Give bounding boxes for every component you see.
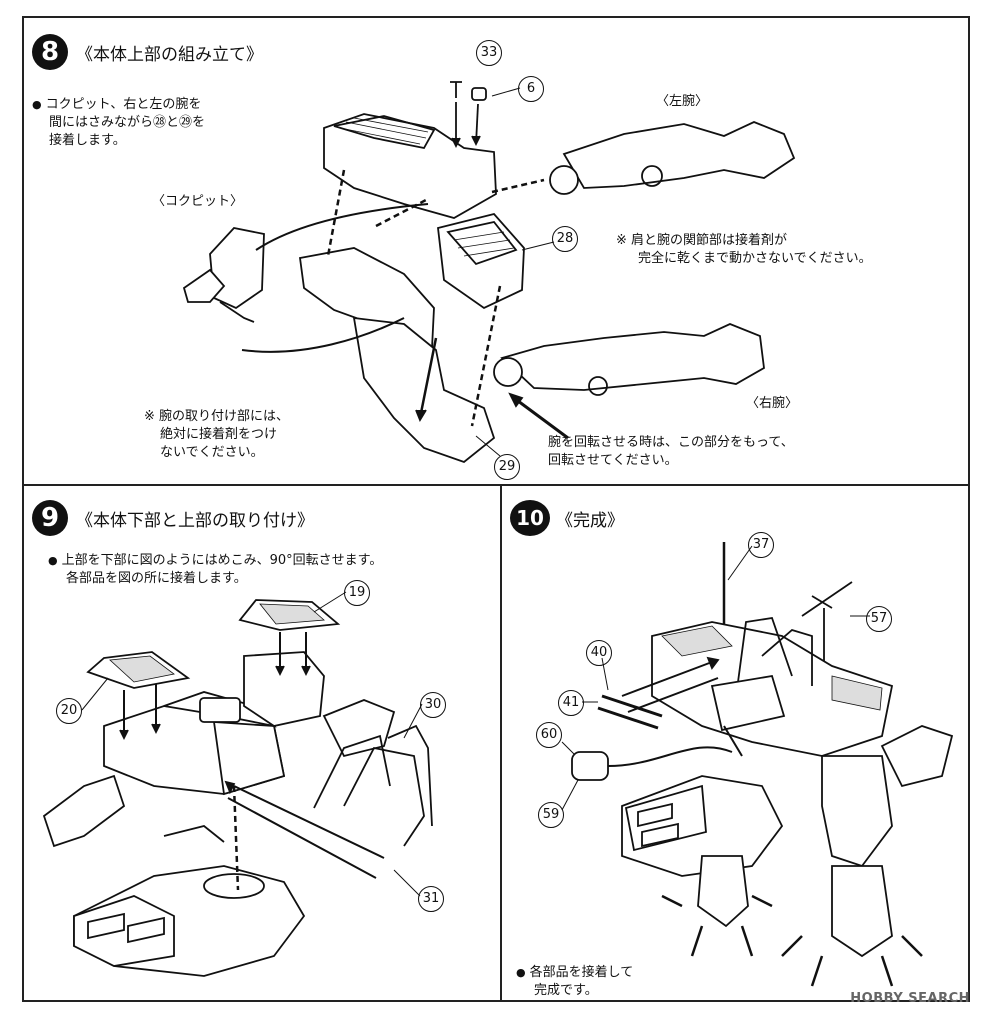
step10-completed-model-illustration <box>561 542 954 987</box>
label-left-arm: 〈左腕〉 <box>656 94 709 109</box>
part-callout-29: 29 <box>494 454 520 480</box>
hobby-search-watermark: HOBBY SEARCH <box>850 991 970 1006</box>
part-callout-20: 20 <box>56 698 82 724</box>
part-callout-33: 33 <box>476 40 502 66</box>
part-callout-59: 59 <box>538 802 564 828</box>
part-callout-31: 31 <box>418 886 444 912</box>
step9-badge: 9 <box>32 500 68 536</box>
step8-panel: 8 《本体上部の組み立て》 コクピット、右と左の腕を 間にはさみながら㉘と㉙を … <box>22 16 970 486</box>
step8-badge: 8 <box>32 34 68 70</box>
part-callout-28: 28 <box>552 226 578 252</box>
step8-title: 《本体上部の組み立て》 <box>76 45 263 65</box>
step8-instruction-line2: 間にはさみながら㉘と㉙を <box>49 115 206 130</box>
step10-badge: 10 <box>510 500 550 536</box>
note-mount-line3: ないでください。 <box>160 445 264 460</box>
note-joint-line2: 完全に乾くまで動かさないでください。 <box>638 251 872 266</box>
part-callout-37: 37 <box>748 532 774 558</box>
part-callout-41: 41 <box>558 690 584 716</box>
note-joint-line1: ※ 肩と腕の関節部は接着剤が <box>616 233 788 248</box>
step9-assembly-illustration <box>42 591 433 977</box>
step9-instruction-line1: 上部を下部に図のようにはめこみ、90°回転させます。 <box>48 552 383 570</box>
note-mount-line1: ※ 腕の取り付け部には、 <box>144 409 290 424</box>
step10-finish-line2: 完成です。 <box>534 983 598 998</box>
note-mount-line2: 絶対に接着剤をつけ <box>160 427 278 442</box>
step10-title: 《完成》 <box>556 511 624 531</box>
label-cockpit: 〈コクピット〉 <box>152 194 244 209</box>
rotate-note-line1: 腕を回転させる時は、この部分をもって、 <box>548 435 794 450</box>
step9-title: 《本体下部と上部の取り付け》 <box>76 511 314 531</box>
part-callout-40: 40 <box>586 640 612 666</box>
step8-instruction-line1: コクピット、右と左の腕を <box>32 96 202 114</box>
step8-assembly-illustration <box>182 81 796 464</box>
step9-panel: 9 《本体下部と上部の取り付け》 上部を下部に図のようにはめこみ、90°回転させ… <box>22 484 502 1002</box>
step9-instruction-line2: 各部品を図の所に接着します。 <box>66 571 247 586</box>
rotate-note-line2: 回転させてください。 <box>548 453 678 468</box>
part-callout-30: 30 <box>420 692 446 718</box>
step8-instruction-line3: 接着します。 <box>49 133 126 148</box>
part-callout-19: 19 <box>344 580 370 606</box>
part-callout-57: 57 <box>866 606 892 632</box>
part-callout-6: 6 <box>518 76 544 102</box>
step10-panel: 10 《完成》 37 57 40 41 60 59 各部品を接着して 完成です。 <box>500 484 970 1002</box>
part-callout-60: 60 <box>536 722 562 748</box>
label-right-arm: 〈右腕〉 <box>746 396 799 411</box>
step10-finish-line1: 各部品を接着して <box>516 964 634 982</box>
